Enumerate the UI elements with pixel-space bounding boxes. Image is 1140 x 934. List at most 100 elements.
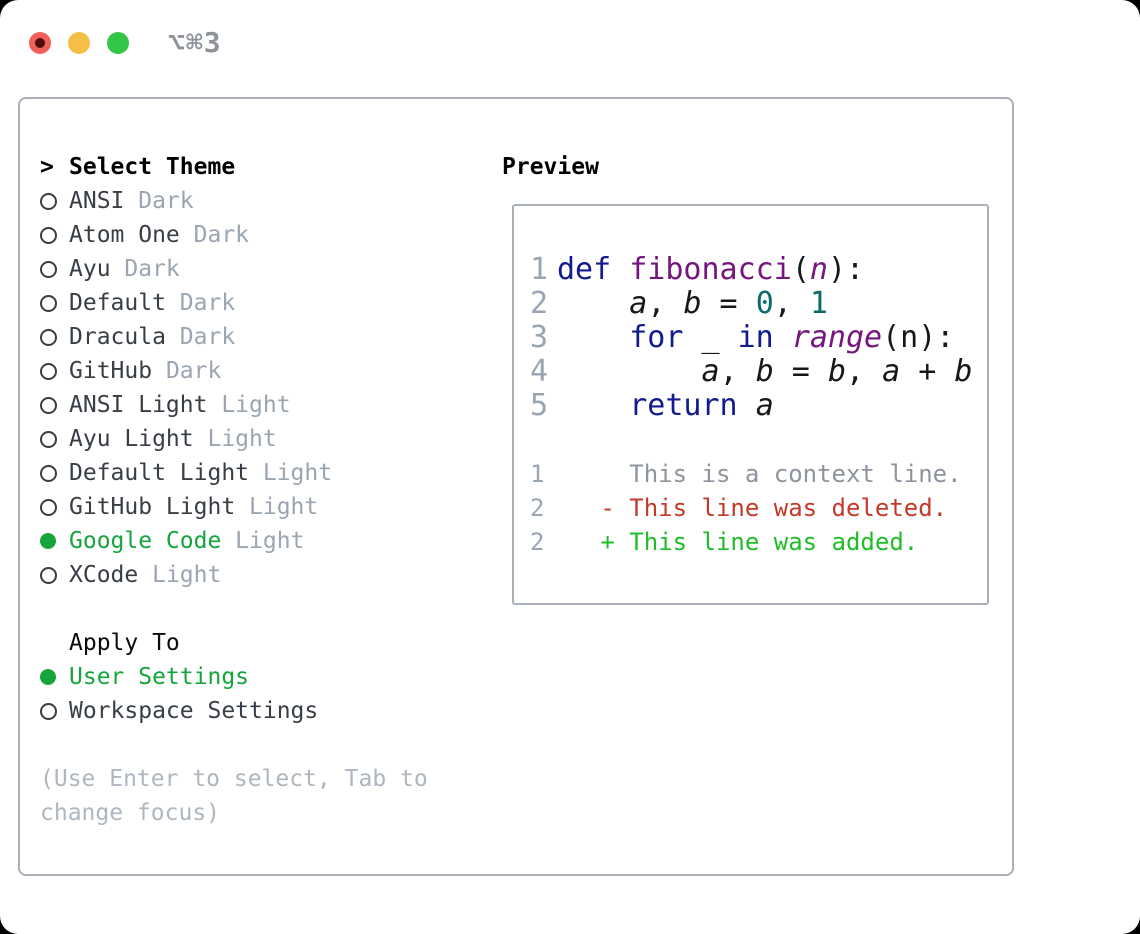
titlebar: ⌥⌘3 [29,26,222,59]
theme-variant: Light [221,528,305,554]
apply-to-header: Apply To [40,626,318,660]
theme-variant: Light [138,562,222,588]
diff-text: + This line was added. [557,528,919,556]
theme-name: Dracula [69,324,166,350]
theme-item[interactable]: GitHub Dark [40,354,332,388]
circle-icon [40,430,57,448]
theme-name: Atom One [69,222,180,248]
selection-cursor: > [40,154,69,180]
theme-name: Ayu [69,256,111,282]
circle-icon [40,328,57,346]
diff-text: This is a context line. [557,460,962,488]
radio-icon [40,464,69,482]
circle-icon [40,498,57,516]
theme-item[interactable]: Ayu Light Light [40,422,332,456]
theme-item[interactable]: Google Code Light [40,524,332,558]
line-number: 3 [530,320,549,355]
preview-title: Preview [502,154,599,180]
line-number: 4 [530,354,549,389]
minimize-button[interactable] [68,31,90,54]
apply-option-label: Workspace Settings [69,698,319,724]
circle-icon [40,702,57,720]
code-token: b [755,354,774,389]
radio-icon [40,498,69,516]
theme-name: Default Light [69,460,250,486]
theme-item[interactable]: Atom One Dark [40,218,332,252]
code-token: b [954,354,973,389]
code-token: ): [827,252,865,287]
line-number: 1 [530,252,549,287]
code-token: (n): [882,320,955,355]
code-token: a [882,354,901,389]
theme-variant: Dark [165,324,236,350]
radio-icon [40,396,69,414]
selected-dot-icon [40,669,56,685]
diff-sample: 1 This is a context line.2 - This line w… [530,457,987,559]
circle-icon [40,464,57,482]
theme-item[interactable]: XCode Light [40,558,332,592]
zoom-button[interactable] [107,31,129,54]
radio-icon [40,362,69,380]
theme-item[interactable]: Default Dark [40,286,332,320]
line-number: 2 [530,286,549,321]
close-button[interactable] [29,31,51,54]
code-token: + [900,354,955,389]
select-theme-header: > Select Theme [40,150,332,184]
circle-icon [40,566,57,584]
theme-item[interactable]: Default Light Light [40,456,332,490]
theme-variant: Dark [110,256,180,282]
apply-option[interactable]: Workspace Settings [40,694,318,728]
theme-item[interactable]: Dracula Dark [40,320,332,354]
theme-item[interactable]: ANSI Dark [40,184,332,218]
circle-icon [40,294,57,312]
circle-icon [40,362,57,380]
code-token [557,355,702,389]
radio-icon [40,192,69,210]
code-token [557,287,629,321]
code-token: a [629,286,648,321]
theme-name: Default [69,290,166,316]
code-token: , [647,286,684,321]
theme-variant: Light [249,460,333,486]
radio-icon [40,260,69,278]
theme-item[interactable]: ANSI Light Light [40,388,332,422]
radio-icon [40,328,69,346]
code-token: = [773,354,828,389]
code-token: a [701,354,720,389]
theme-name: Ayu Light [69,426,194,452]
code-token: ( [791,252,810,287]
code-token: 0 [755,286,774,321]
theme-variant: Light [207,392,291,418]
theme-variant: Dark [124,188,194,214]
code-token [557,321,629,355]
theme-name: ANSI Light [69,392,208,418]
line-number: 2 [530,494,545,522]
code-token: = [701,286,756,321]
chevron-right-icon: > [40,154,54,180]
line-number: 1 [530,460,545,488]
code-token: 1 [809,286,828,321]
radio-selected-icon [40,533,69,549]
diff-line: 1 This is a context line. [530,457,987,491]
diff-line: 2 + This line was added. [530,525,987,559]
code-token [557,389,629,423]
apply-to-label: Apply To [69,630,180,656]
selected-dot-icon [40,533,56,549]
radio-icon [40,226,69,244]
theme-variant: Dark [165,290,236,316]
radio-icon [40,566,69,584]
line-number: 2 [530,528,545,556]
theme-variant: Light [235,494,319,520]
theme-item[interactable]: Ayu Dark [40,252,332,286]
code-token: b [683,286,702,321]
radio-icon [40,294,69,312]
code-token [774,321,792,355]
circle-icon [40,226,57,244]
apply-option[interactable]: User Settings [40,660,318,694]
theme-item[interactable]: GitHub Light Light [40,490,332,524]
code-token: , [773,286,810,321]
code-line: 2 a, b = 0, 1 [530,287,987,321]
